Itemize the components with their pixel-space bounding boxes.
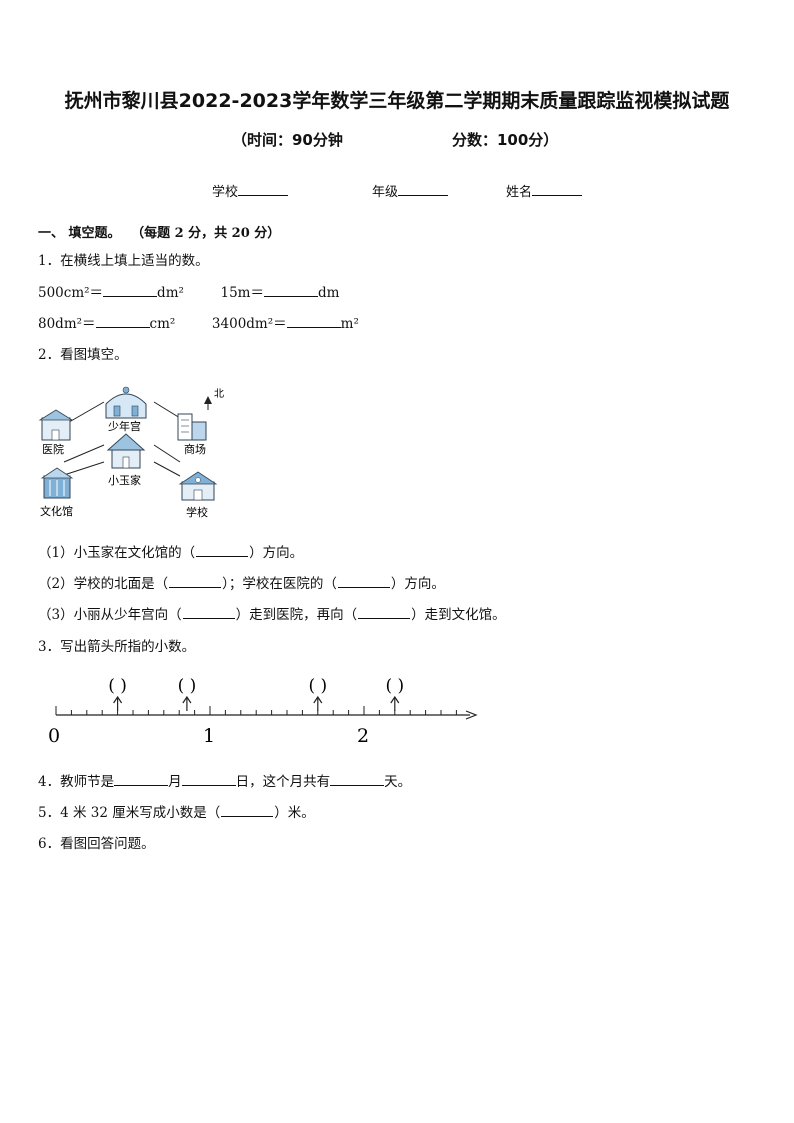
q1-b-unit: dm (317, 285, 340, 301)
q5-text-b: ）米。 (274, 805, 315, 821)
answer-paren[interactable]: ( ) (178, 676, 197, 696)
arrow-up-icon (182, 695, 192, 704)
arrow-up-icon (113, 695, 123, 704)
direction-map: 少年宫 北 医院 商场 小玉家 文化馆 学校 (38, 386, 224, 519)
q1-c-left: 80dm²＝ (38, 316, 96, 332)
q4-month-blank[interactable] (114, 773, 169, 786)
q1-c-blank[interactable] (95, 315, 150, 328)
answer-paren[interactable]: ( ) (108, 676, 127, 696)
q1-d-left: 3400dm²＝ (211, 316, 287, 332)
q2-s2-text-b: ）；学校在医院的（ (222, 576, 337, 592)
q1-a-blank[interactable] (103, 284, 158, 297)
school-blank[interactable] (238, 183, 289, 196)
q1-d-blank[interactable] (286, 315, 341, 328)
q2-s2-text-c: ）方向。 (390, 576, 445, 592)
exam-score: 分数：100分） (452, 131, 559, 149)
number-line-arrowhead (465, 710, 478, 720)
grade-field[interactable]: 年级 (372, 181, 449, 200)
q2-s1-blank[interactable] (196, 544, 249, 557)
page-title: 抚州市黎川县2022-2023学年数学三年级第二学期期末质量跟踪监视模拟试题 (64, 90, 730, 112)
arrow-marker-2: ( ) (178, 676, 197, 711)
name-blank[interactable] (532, 183, 583, 196)
q1-row1: 500cm²＝ dm² 15m＝ dm (38, 281, 339, 301)
q2-s3-text-b: ）走到医院，再向（ (235, 607, 358, 623)
grade-blank[interactable] (398, 183, 449, 196)
q2-s3-blank-2[interactable] (358, 606, 411, 619)
arrow-marker-4: ( ) (385, 676, 404, 711)
exam-time: （时间：90分钟 (232, 131, 343, 149)
q1-c-unit: cm² (149, 316, 176, 332)
grade-label: 年级 (372, 185, 399, 200)
q1-a-unit: dm² (157, 285, 184, 301)
name-field[interactable]: 姓名 (506, 181, 583, 200)
culture-hall-icon (40, 467, 74, 499)
map-label-culture-hall: 文化馆 (40, 504, 73, 518)
tick-label-1: 1 (203, 725, 215, 747)
q1-row2: 80dm²＝ cm² 3400dm²＝ m² (38, 312, 359, 332)
q4-text-a: 4．教师节是 (38, 774, 115, 790)
q6-stem: 6．看图回答问题。 (38, 836, 155, 852)
q2-s2-text-a: （2）学校的北面是（ (38, 576, 169, 592)
arrow-up-icon (313, 695, 323, 704)
q2-s1-text-b: ）方向。 (249, 545, 304, 561)
map-label-mall: 商场 (184, 442, 206, 456)
q4: 4．教师节是 月 日，这个月共有 天。 (38, 770, 411, 790)
mall-icon (177, 413, 207, 441)
q3-stem: 3．写出箭头所指的小数。 (38, 639, 196, 655)
section-heading: 一、 填空题。 （每题 2 分，共 20 分） (38, 222, 280, 241)
q4-days-blank[interactable] (330, 773, 385, 786)
map-label-hospital: 医院 (42, 442, 64, 456)
q1-a-left: 500cm²＝ (38, 285, 104, 301)
youth-palace-icon (105, 386, 147, 419)
section-note: （每题 2 分，共 20 分） (131, 226, 281, 241)
answer-paren[interactable]: ( ) (385, 676, 404, 696)
number-line: ( ) ( ) ( ) ( ) 0 1 2 (48, 676, 478, 747)
q2-s1-text-a: （1）小玉家在文化馆的（ (38, 545, 196, 561)
arrow-up-icon (390, 695, 400, 704)
map-label-north: 北 (214, 388, 224, 400)
q2-s3-blank-1[interactable] (182, 606, 235, 619)
map-label-home: 小玉家 (108, 473, 141, 487)
q4-day-blank[interactable] (181, 773, 236, 786)
q2-s3-text-a: （3）小丽从少年宫向（ (38, 607, 182, 623)
q1-stem: 1．在横线上填上适当的数。 (38, 253, 209, 269)
tick-label-0: 0 (48, 725, 60, 747)
q1-b-blank[interactable] (263, 284, 318, 297)
q2-sub2: （2）学校的北面是（ ）；学校在医院的（ ）方向。 (38, 572, 445, 592)
q1-b-left: 15m＝ (220, 285, 264, 301)
arrow-marker-1: ( ) (108, 676, 127, 711)
school-icon (178, 471, 218, 501)
q2-stem: 2．看图填空。 (38, 347, 128, 363)
name-label: 姓名 (506, 185, 533, 200)
school-label: 学校 (212, 185, 239, 200)
q5: 5．4 米 32 厘米写成小数是（ ）米。 (38, 801, 315, 821)
school-field[interactable]: 学校 (212, 181, 289, 200)
q2-s2-blank-2[interactable] (337, 575, 390, 588)
q5-blank[interactable] (221, 804, 274, 817)
q2-s3-text-c: ）走到文化馆。 (411, 607, 506, 623)
q4-text-b: 月 (168, 774, 182, 790)
q2-s2-blank-1[interactable] (169, 575, 222, 588)
answer-paren[interactable]: ( ) (308, 676, 327, 696)
arrow-marker-3: ( ) (308, 676, 327, 711)
q2-sub1: （1）小玉家在文化馆的（ ）方向。 (38, 541, 303, 561)
tick-label-2: 2 (357, 725, 369, 747)
q4-text-c: 日，这个月共有 (235, 774, 331, 790)
q2-sub3: （3）小丽从少年宫向（ ）走到医院，再向（ ）走到文化馆。 (38, 603, 506, 623)
section-title: 一、 填空题。 (38, 226, 121, 241)
north-arrow-icon (204, 396, 212, 410)
home-icon (106, 433, 146, 469)
hospital-icon (38, 409, 74, 441)
map-label-school: 学校 (186, 505, 208, 519)
q5-text-a: 5．4 米 32 厘米写成小数是（ (38, 805, 221, 821)
q1-d-unit: m² (340, 316, 359, 332)
q4-text-d: 天。 (384, 774, 412, 790)
map-label-youth-palace: 少年宫 (108, 419, 141, 433)
